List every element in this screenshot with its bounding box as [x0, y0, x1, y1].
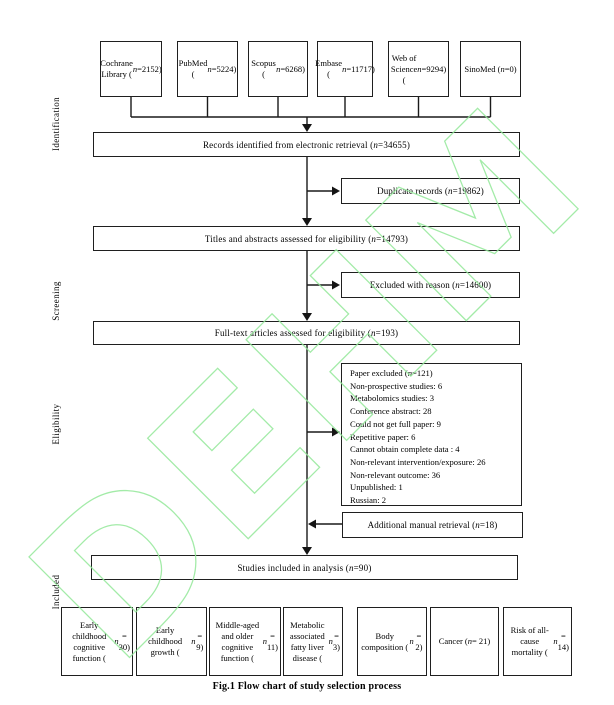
- studies-included-box: Studies included in analysis (n=90): [91, 555, 518, 580]
- source-box-embase: Embase (n=11717): [315, 41, 375, 97]
- arrowhead-right-icon: [332, 280, 340, 290]
- arrowhead-right-icon: [332, 427, 340, 437]
- source-box-cochrane: Cochrane Library (n=2152): [100, 41, 162, 97]
- excluded-reason-line: Non-relevant intervention/exposure: 26: [350, 456, 486, 467]
- excluded-with-reason-box: Excluded with reason (n=14600): [341, 272, 520, 298]
- records-identified-box: Records identified from electronic retri…: [93, 132, 520, 157]
- source-stub-lines: [130, 97, 492, 117]
- excluded-reason-line: Russian: 2: [350, 495, 387, 506]
- stage-label-screening: Screening: [51, 281, 61, 321]
- arrowhead-down-icon: [302, 124, 312, 132]
- outcome-box-middle-aged-cognitive: Middle-aged and older cognitive function…: [209, 607, 281, 676]
- paper-excluded-box: Paper excluded (n=121) Non-prospective s…: [341, 363, 522, 506]
- outcome-box-cancer: Cancer (n = 21): [430, 607, 499, 676]
- outcome-box-early-childhood-cognitive: Early childhood cognitive function (n = …: [61, 607, 133, 676]
- titles-abstracts-box: Titles and abstracts assessed for eligib…: [93, 226, 520, 251]
- excluded-reason-line: Cannot obtain complete data : 4: [350, 444, 460, 455]
- excluded-reason-line: Unpublished: 1: [350, 482, 403, 493]
- source-box-scopus: Scopus (n=6268): [248, 41, 308, 97]
- arrowhead-down-icon: [302, 218, 312, 226]
- arrowhead-left-icon: [308, 519, 316, 529]
- arrowhead-down-icon: [302, 313, 312, 321]
- stage-label-identification: Identification: [51, 96, 61, 152]
- manual-retrieval-box: Additional manual retrieval (n=18): [342, 512, 523, 538]
- outcome-box-mortality: Risk of all-cause mortality (n = 14): [503, 607, 572, 676]
- source-box-web-of-science: Web of Science (n=9294): [388, 41, 449, 97]
- excluded-reason-line: Conference abstract: 28: [350, 406, 432, 417]
- excluded-reason-line: Non-relevant outcome: 36: [350, 469, 441, 480]
- arrowheads: [302, 124, 340, 555]
- arrowhead-right-icon: [332, 186, 340, 196]
- connector-lines: [130, 97, 492, 547]
- arrowhead-down-icon: [302, 547, 312, 555]
- excluded-reason-line: Repetitive paper: 6: [350, 431, 416, 442]
- excluded-reason-line: Metabolomics studies: 3: [350, 393, 435, 404]
- outcome-box-early-childhood-growth: Early childhood growth (n = 9): [136, 607, 207, 676]
- outcome-box-fatty-liver-disease: Metabolic associated fatty liver disease…: [283, 607, 343, 676]
- figure-caption: Fig.1 Flow chart of study selection proc…: [212, 681, 402, 692]
- duplicate-records-box: Duplicate records (n=19862): [341, 178, 520, 204]
- stage-label-included: Included: [51, 574, 61, 610]
- source-box-pubmed: PubMed (n=5224): [177, 41, 238, 97]
- source-box-sinomed: SinoMed (n=0): [460, 41, 521, 97]
- excluded-reason-line: Non-prospective studies: 6: [350, 380, 443, 391]
- excluded-reason-line: Could not get full paper: 9: [350, 418, 441, 429]
- fulltext-assessed-box: Full-text articles assessed for eligibil…: [93, 321, 520, 345]
- stage-label-eligibility: Eligibility: [51, 403, 61, 445]
- paper-excluded-header: Paper excluded (n=121): [350, 368, 433, 378]
- outcome-box-body-composition: Body composition (n = 2): [357, 607, 427, 676]
